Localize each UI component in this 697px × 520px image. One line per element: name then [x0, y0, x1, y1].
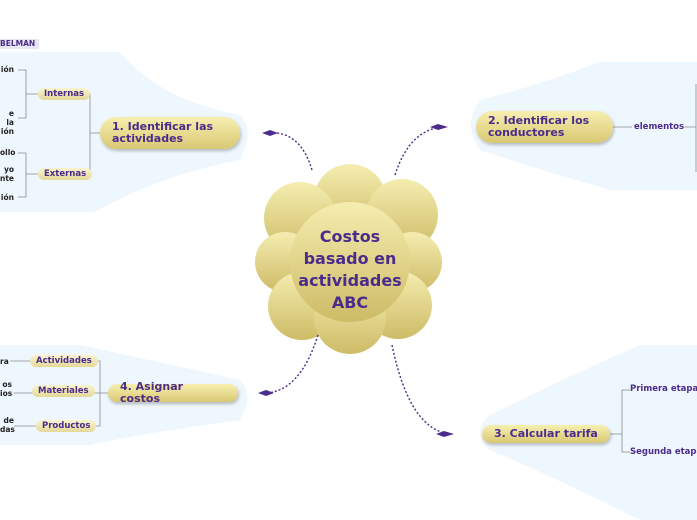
leaf-externas-2[interactable]: yo nte — [0, 165, 15, 183]
leaf-internas-1[interactable]: ión — [0, 65, 14, 74]
subtopic-elementos[interactable]: elementos — [634, 122, 685, 132]
leaf-actividades[interactable]: ra — [0, 357, 9, 366]
central-cloud — [255, 164, 442, 354]
subtopic-internas[interactable]: Internas — [38, 88, 91, 100]
subtopic-actividades[interactable]: Actividades — [30, 355, 98, 367]
subtopic-externas[interactable]: Externas — [38, 168, 93, 180]
subtopic-primera-etapa[interactable]: Primera etapa — [630, 384, 697, 394]
central-topic[interactable]: Costos basado en actividades ABC — [298, 227, 402, 312]
leaf-externas-3[interactable]: ión — [0, 193, 14, 202]
subtopic-materiales[interactable]: Materiales — [32, 385, 95, 397]
branch-calcular-tarifa[interactable]: 3. Calcular tarifa — [482, 425, 610, 443]
subtopic-productos[interactable]: Productos — [36, 420, 97, 432]
leaf-materiales[interactable]: os ios — [0, 380, 13, 398]
author-label: BELMAN — [0, 39, 40, 49]
leaf-productos[interactable]: de das — [0, 416, 15, 434]
leaf-externas-1[interactable]: ollo — [0, 148, 16, 157]
leaf-internas-2[interactable]: e la ión — [0, 109, 14, 136]
branch-identificar-conductores[interactable]: 2. Identificar los conductores — [476, 111, 613, 143]
subtopic-segunda-etapa[interactable]: Segunda etapa — [630, 447, 697, 457]
connector-arrows — [258, 124, 454, 437]
branch-asignar-costos[interactable]: 4. Asignar costos — [108, 381, 238, 405]
branch-identificar-actividades[interactable]: 1. Identificar las actividades — [100, 117, 240, 149]
